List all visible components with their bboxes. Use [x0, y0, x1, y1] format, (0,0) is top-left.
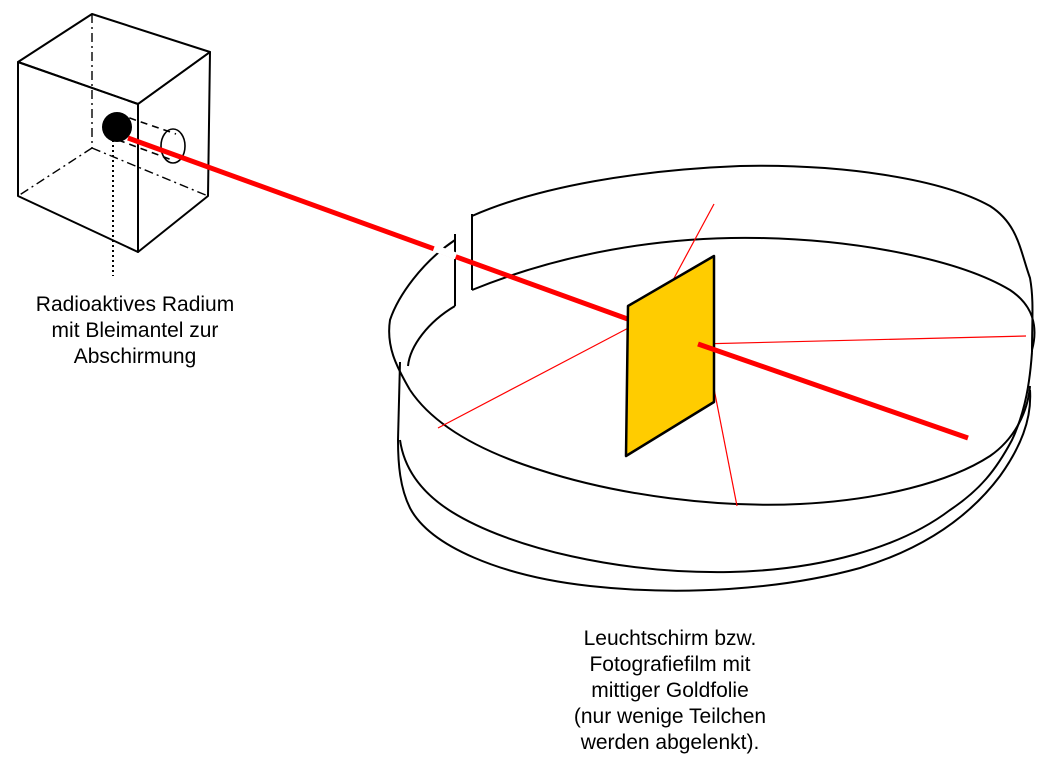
screen-inner-rim [471, 236, 1036, 351]
deflected-beam-back [437, 323, 637, 429]
lead-shield-box [17, 13, 211, 253]
box-right-face [137, 51, 211, 253]
alpha-beam-transmitted [697, 341, 969, 441]
radium-source [102, 112, 132, 142]
screen-bottom-rim [397, 389, 1032, 592]
screen-caption-line-4: (nur wenige Teilchen [573, 705, 767, 728]
screen-top-rim-front [388, 239, 456, 391]
deflected-beam-up [671, 203, 715, 283]
beam-slit-gap [432, 244, 458, 260]
deflected-beam-right [697, 335, 1027, 345]
exit-channel [117, 113, 177, 161]
gold-foil [624, 254, 716, 458]
source-caption-line-1: Radioaktives Radium [35, 293, 235, 316]
screen-inner-rim-left [407, 305, 456, 367]
exit-opening [160, 128, 186, 164]
source-caption: Radioaktives Radium mit Bleimantel zur A… [10, 292, 260, 370]
screen-caption-line-2: Fotografiefilm mit [589, 653, 751, 676]
screen-caption-line-3: mittiger Goldfolie [591, 679, 749, 702]
screen-caption-line-5: werden abgelenkt). [580, 731, 760, 754]
box-front-face [17, 61, 139, 253]
box-top-face [17, 13, 211, 105]
screen-right-side [399, 351, 1033, 574]
fluorescent-screen-ring [388, 164, 1036, 592]
screen-inner-floor [409, 385, 1031, 506]
screen-caption-line-1: Leuchtschirm bzw. [583, 627, 757, 650]
alpha-beam-incoming [127, 135, 637, 325]
box-hidden-edges [17, 14, 209, 197]
source-caption-line-2: mit Bleimantel zur [51, 319, 219, 342]
screen-top-rim-back [471, 164, 1034, 353]
screen-caption: Leuchtschirm bzw. Fotografiefilm mit mit… [525, 626, 815, 756]
source-caption-line-3: Abschirmung [73, 345, 197, 368]
